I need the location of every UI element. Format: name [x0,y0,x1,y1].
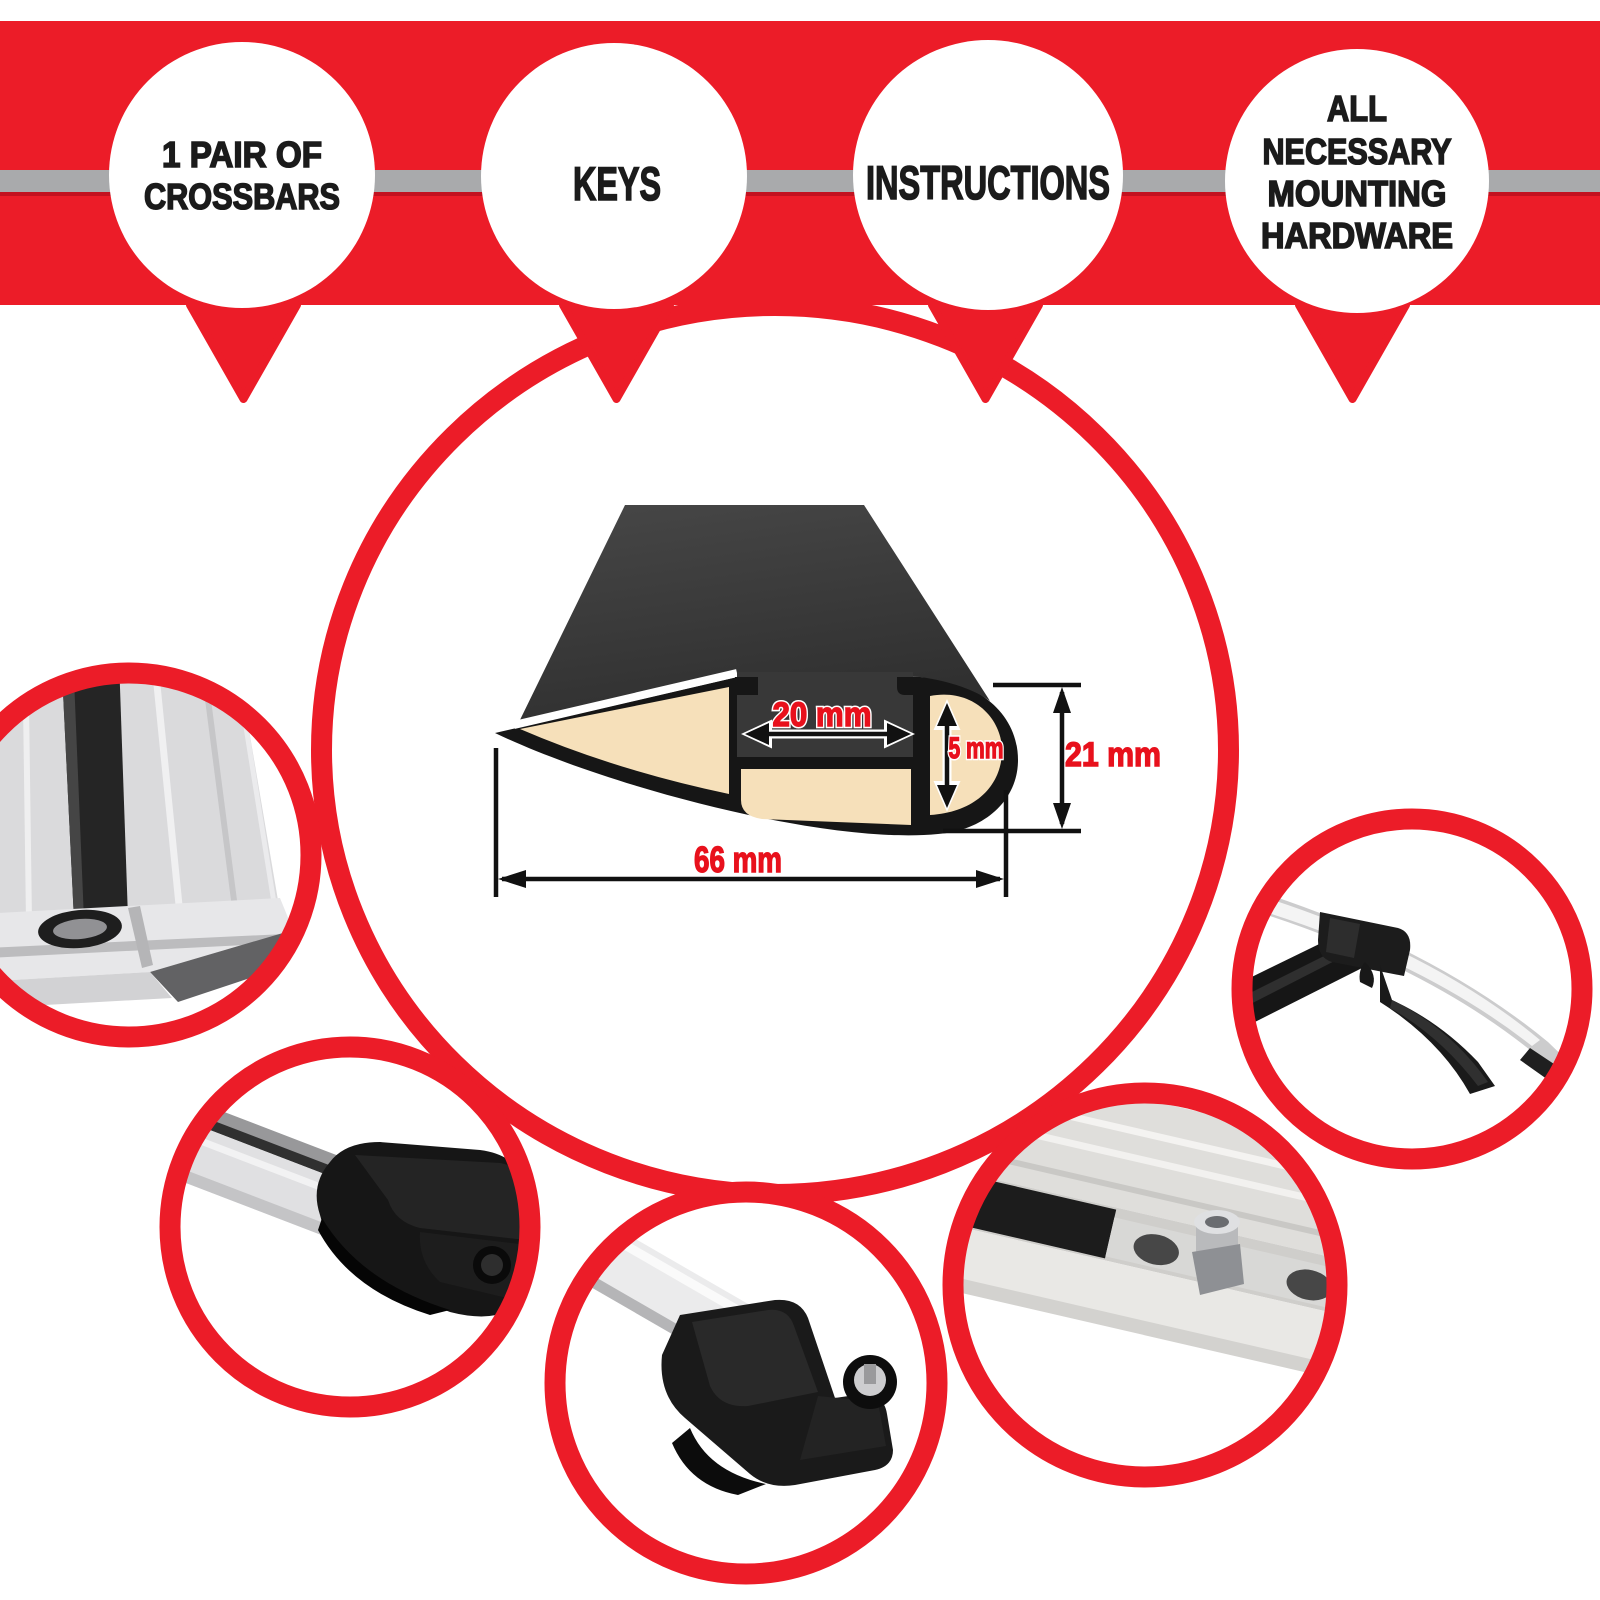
svg-text:ALL: ALL [1327,88,1387,129]
svg-text:5 mm: 5 mm [949,732,1004,765]
svg-text:HARDWARE: HARDWARE [1261,215,1453,256]
svg-text:21 mm: 21 mm [1065,736,1161,774]
svg-text:CROSSBARS: CROSSBARS [144,176,340,217]
svg-text:MOUNTING: MOUNTING [1268,173,1447,214]
svg-text:NECESSARY: NECESSARY [1263,131,1452,172]
svg-text:KEYS: KEYS [573,157,661,210]
svg-text:1 PAIR OF: 1 PAIR OF [162,134,322,175]
svg-text:20 mm: 20 mm [773,696,872,734]
svg-text:20 mm: 20 mm [773,696,872,734]
svg-text:66 mm: 66 mm [694,839,782,880]
svg-text:5 mm: 5 mm [949,732,1004,765]
svg-text:INSTRUCTIONS: INSTRUCTIONS [866,156,1110,209]
